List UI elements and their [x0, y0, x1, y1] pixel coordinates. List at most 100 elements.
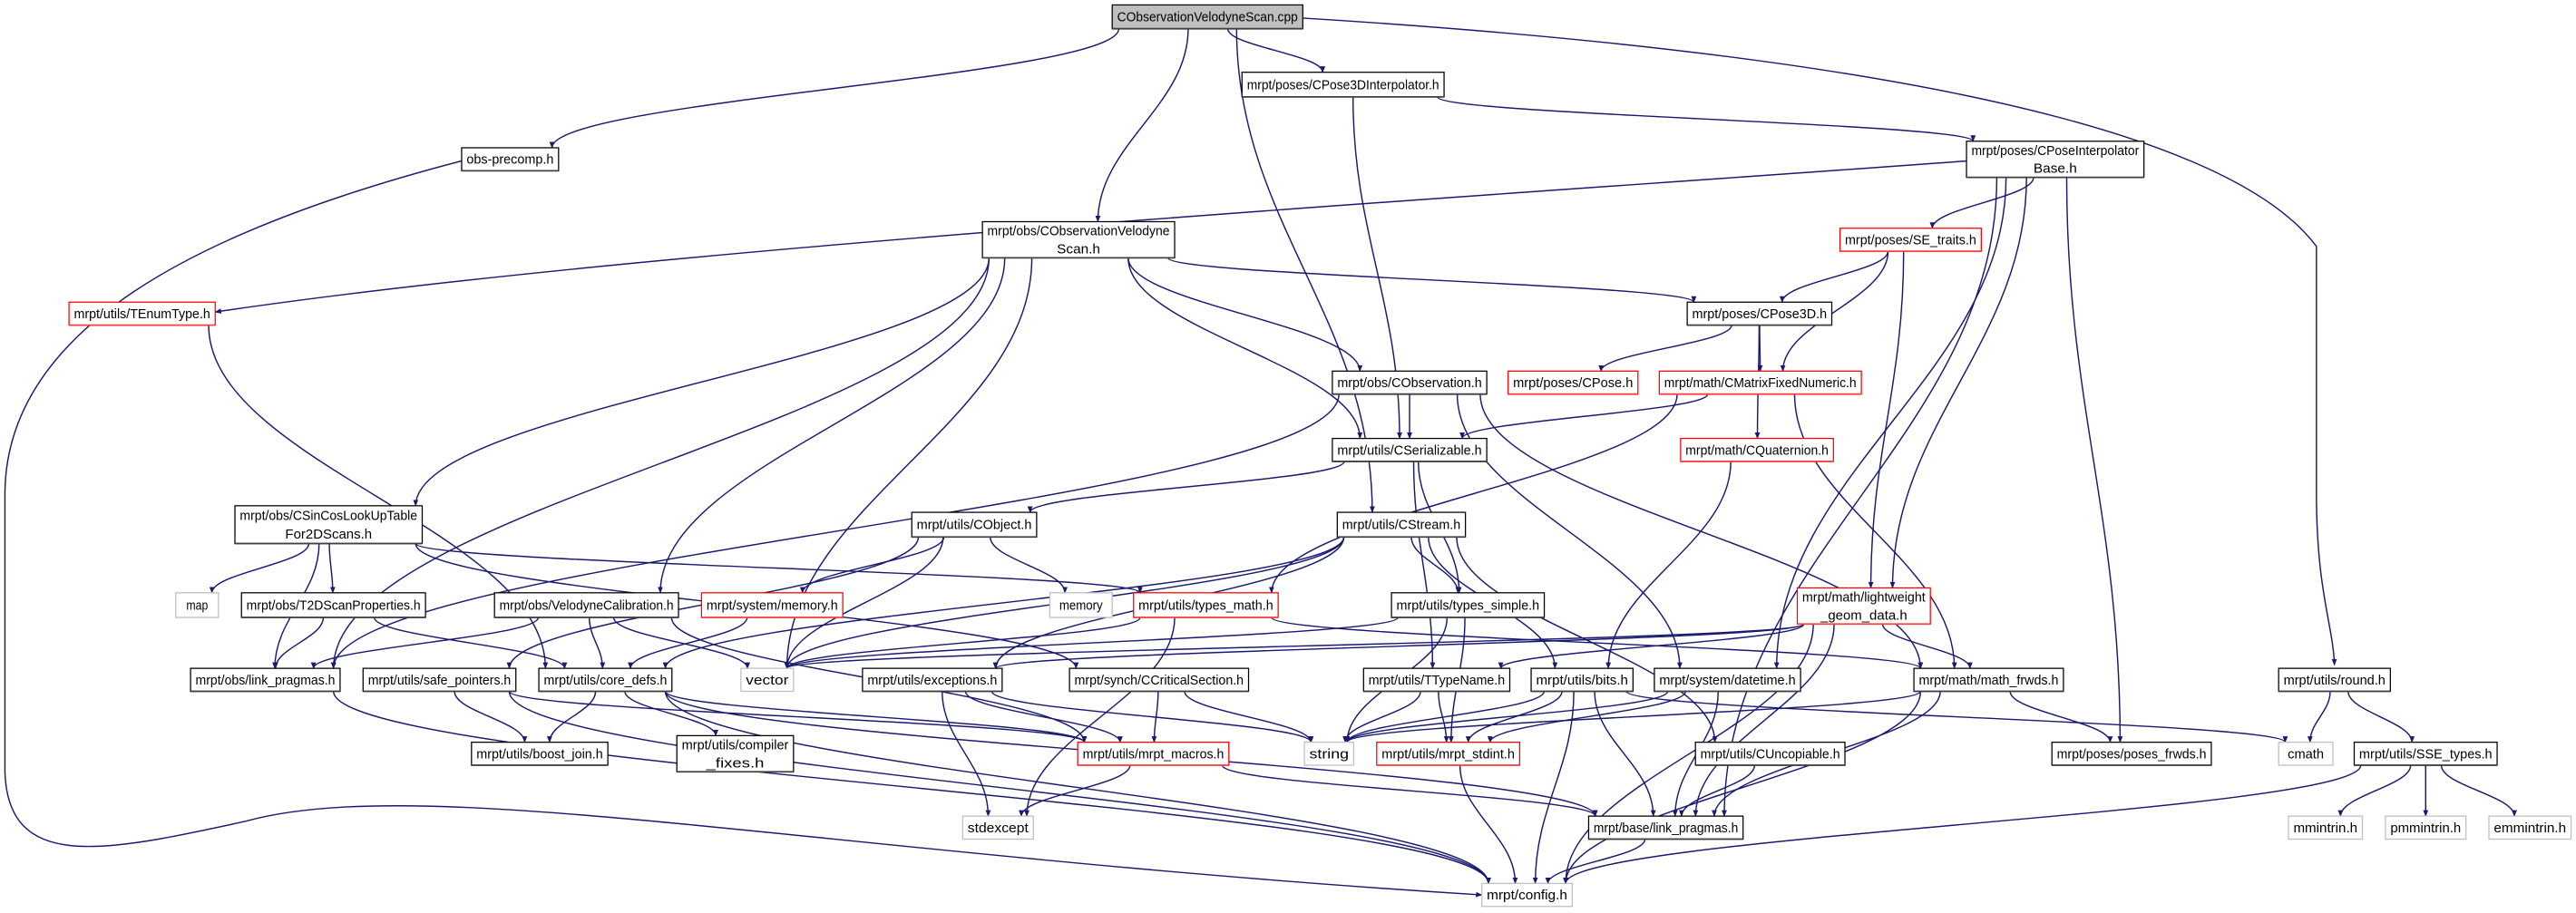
node-obsprecomp[interactable]: obs-precomp.h	[461, 147, 560, 172]
node-velo[interactable]: mrpt/obs/CObservationVelodyneScan.h	[981, 220, 1176, 259]
edge-pinterpbase-to-baselp	[1722, 177, 1998, 817]
edge-macros-to-baselp	[1221, 764, 1598, 817]
node-posesfrwds[interactable]: mrpt/poses/poses_frwds.h	[2051, 742, 2212, 766]
node-label: mrpt/poses/CPose3DInterpolator.h	[1247, 78, 1439, 92]
node-cser[interactable]: mrpt/utils/CSerializable.h	[1332, 437, 1488, 462]
node-boostjoin[interactable]: mrpt/utils/boost_join.h	[471, 742, 609, 766]
node-vector[interactable]: vector	[740, 667, 795, 693]
node-box	[1303, 742, 1355, 766]
node-label: mrpt/obs/VelodyneCalibration.h	[500, 598, 674, 613]
node-box	[2278, 742, 2334, 766]
node-obslp[interactable]: mrpt/obs/link_pragmas.h	[190, 667, 341, 693]
node-datetime[interactable]: mrpt/system/datetime.h	[1654, 667, 1801, 693]
node-box	[493, 592, 679, 618]
node-label: mrpt/utils/CUncopiable.h	[1701, 747, 1840, 762]
node-p3dinterp[interactable]: mrpt/poses/CPose3DInterpolator.h	[1241, 72, 1445, 98]
node-label: mrpt/poses/CPose3D.h	[1693, 307, 1828, 322]
node-box	[1839, 228, 1982, 252]
node-lwgeom[interactable]: mrpt/math/lightweight_geom_data.h	[1796, 587, 1931, 626]
node-uncop[interactable]: mrpt/utils/CUncopiable.h	[1694, 742, 1846, 766]
edge-ttypename-to-string	[1342, 691, 1421, 743]
node-cobject[interactable]: mrpt/utils/CObject.h	[911, 511, 1038, 539]
node-macros[interactable]: mrpt/utils/mrpt_macros.h	[1077, 742, 1230, 766]
node-baselp[interactable]: mrpt/base/link_pragmas.h	[1587, 815, 1744, 840]
node-box	[1796, 587, 1931, 625]
node-cobs[interactable]: mrpt/obs/CObservation.h	[1332, 370, 1488, 395]
node-typessimple[interactable]: mrpt/utils/types_simple.h	[1390, 592, 1546, 618]
node-cpose3d[interactable]: mrpt/poses/CPose3D.h	[1686, 301, 1833, 326]
node-t2d[interactable]: mrpt/obs/T2DScanProperties.h	[240, 592, 426, 618]
node-mathfrwds[interactable]: mrpt/math/math_frwds.h	[1913, 667, 2064, 693]
node-stdint[interactable]: mrpt/utils/mrpt_stdint.h	[1376, 742, 1521, 766]
node-label: mrpt/utils/mrpt_macros.h	[1083, 747, 1225, 762]
node-mmintrin[interactable]: mmintrin.h	[2288, 815, 2364, 840]
node-emmintrin[interactable]: emmintrin.h	[2488, 815, 2572, 840]
node-root[interactable]: CObservationVelodyneScan.cpp	[1111, 4, 1303, 30]
edge-bits-to-string	[1344, 691, 1546, 743]
node-typesmath[interactable]: mrpt/utils/types_math.h	[1133, 592, 1279, 618]
node-bits[interactable]: mrpt/utils/bits.h	[1530, 667, 1634, 693]
node-velocal[interactable]: mrpt/obs/VelodyneCalibration.h	[493, 592, 679, 618]
node-safeptr[interactable]: mrpt/utils/safe_pointers.h	[362, 667, 517, 693]
node-label: mrpt/system/datetime.h	[1659, 674, 1795, 688]
node-box	[1390, 592, 1546, 618]
node-label: map	[186, 598, 208, 613]
node-sse[interactable]: mrpt/utils/SSE_types.h	[2353, 742, 2498, 766]
node-cmfn[interactable]: mrpt/math/CMatrixFixedNumeric.h	[1658, 370, 1862, 395]
node-cmath[interactable]: cmath	[2278, 742, 2334, 766]
edge-lwgeom-to-ttypename	[1498, 623, 1805, 669]
node-pmmintrin[interactable]: pmmintrin.h	[2385, 815, 2467, 840]
node-setraits[interactable]: mrpt/poses/SE_traits.h	[1839, 228, 1982, 253]
node-box	[1068, 667, 1250, 693]
node-ttypename[interactable]: mrpt/utils/TTypeName.h	[1362, 667, 1511, 693]
node-label: mrpt/obs/link_pragmas.h	[196, 674, 336, 688]
node-label: mrpt/utils/SSE_types.h	[2359, 747, 2493, 762]
node-cpose[interactable]: mrpt/poses/CPose.h	[1508, 370, 1639, 395]
node-stdexcept[interactable]: stdexcept	[961, 815, 1034, 840]
node-box	[1530, 667, 1634, 693]
node-label: mrpt/utils/CStream.h	[1342, 519, 1460, 533]
node-box	[1332, 370, 1488, 395]
edge-bits-to-config	[1532, 691, 1575, 885]
node-label: mrpt/utils/exceptions.h	[867, 674, 997, 688]
node-map[interactable]: map	[175, 592, 220, 618]
edge-uncop-to-baselp	[1678, 764, 1756, 817]
node-label: mmintrin.h	[2293, 821, 2357, 836]
node-label: mrpt/config.h	[1487, 889, 1567, 903]
node-string[interactable]: string	[1303, 742, 1355, 766]
node-compfix[interactable]: mrpt/utils/compiler_fixes.h	[676, 734, 795, 773]
edge-pinterpbase-to-setraits	[1929, 177, 2034, 229]
edge-pinterpbase-to-posesfrwds	[2065, 177, 2123, 743]
node-tenum[interactable]: mrpt/utils/TEnumType.h	[68, 301, 216, 326]
node-ccrit[interactable]: mrpt/synch/CCriticalSection.h	[1068, 667, 1250, 693]
node-box	[240, 592, 426, 618]
node-label: mrpt/utils/bits.h	[1536, 674, 1627, 688]
node-round[interactable]: mrpt/utils/round.h	[2278, 667, 2391, 693]
node-coredefs[interactable]: mrpt/utils/core_defs.h	[538, 667, 673, 693]
node-sysmem[interactable]: mrpt/system/memory.h	[700, 592, 844, 618]
node-cquat[interactable]: mrpt/math/CQuaternion.h	[1680, 437, 1834, 462]
node-label: mrpt/system/memory.h	[707, 598, 838, 613]
edge-exceptions-to-stdexcept	[942, 691, 991, 817]
edge-velo-to-cobs	[1127, 257, 1363, 373]
node-box	[1481, 882, 1573, 908]
node-memory[interactable]: memory	[1049, 592, 1113, 618]
node-box	[1654, 667, 1801, 693]
edge-cquat-to-bits	[1605, 461, 1732, 669]
node-cstream[interactable]: mrpt/utils/CStream.h	[1336, 511, 1467, 539]
node-label: mrpt/utils/compiler	[682, 738, 789, 753]
node-label: mrpt/poses/CPose.h	[1513, 376, 1633, 391]
node-box	[1508, 370, 1639, 395]
node-config[interactable]: mrpt/config.h	[1481, 882, 1573, 908]
node-label: mrpt/utils/TEnumType.h	[74, 307, 210, 322]
node-label: vector	[746, 674, 788, 688]
edge-datetime-to-string	[1344, 690, 1669, 743]
edge-velo-to-velocal	[658, 257, 1006, 594]
node-exceptions[interactable]: mrpt/utils/exceptions.h	[862, 667, 1003, 693]
edge-velocal-to-coredefs	[589, 617, 606, 669]
node-box	[1376, 742, 1521, 766]
node-box	[1913, 667, 2064, 693]
node-box	[1587, 815, 1744, 840]
